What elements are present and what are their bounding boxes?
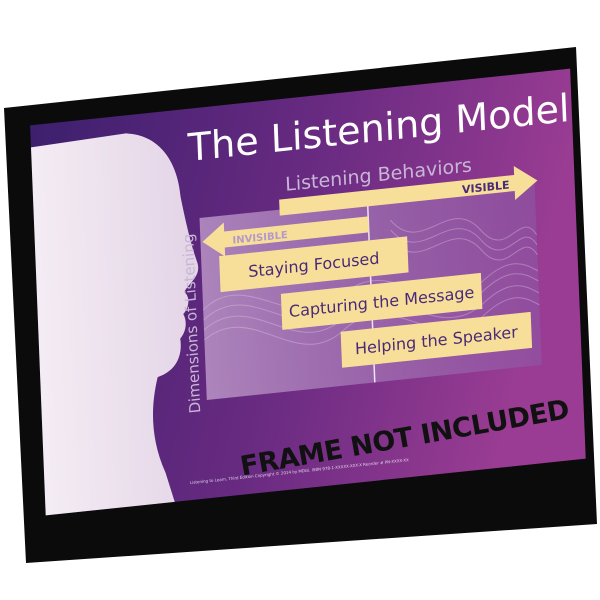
invisible-arrow (202, 216, 369, 257)
visible-label: VISIBLE (462, 179, 510, 197)
step-box-2 (280, 272, 483, 330)
step-box-3 (340, 311, 533, 368)
visible-arrow (279, 165, 538, 216)
step-box-1 (219, 236, 409, 293)
head-silhouette (31, 133, 199, 516)
